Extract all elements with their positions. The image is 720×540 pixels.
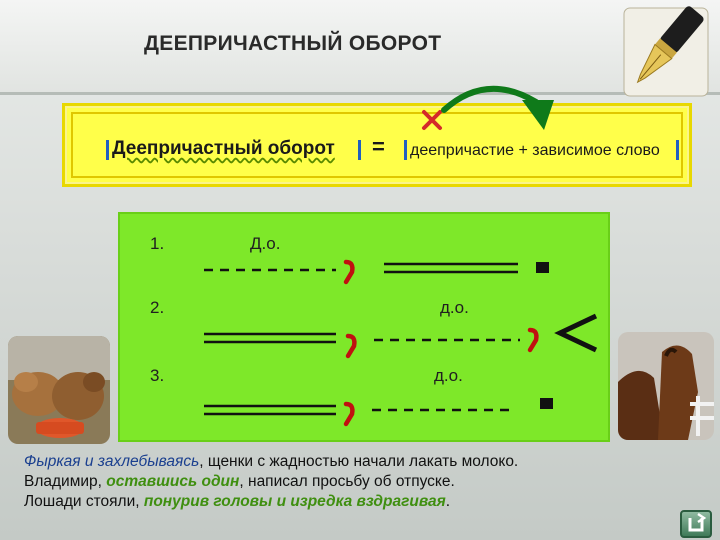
header-band xyxy=(0,0,720,92)
horses-photo xyxy=(618,332,714,440)
formula-equals: = xyxy=(372,134,385,159)
participle-phrase: оставшись один xyxy=(106,473,240,490)
example-sentences: Фыркая и захлебываясь, щенки с жадностью… xyxy=(24,452,684,512)
bracket-mark xyxy=(106,140,109,160)
angle-mark xyxy=(554,313,598,353)
puppies-photo xyxy=(8,336,110,444)
home-button[interactable] xyxy=(680,510,712,538)
bracket-mark xyxy=(676,140,679,160)
sentence-3: Лошади стояли, понурив головы и изредка … xyxy=(24,492,684,512)
page-title: ДЕЕПРИЧАСТНЫЙ ОБОРОТ xyxy=(144,32,442,55)
formula-term-right: деепричастие + зависимое слово xyxy=(410,142,660,159)
participle-phrase: понурив головы и изредка вздрагивая xyxy=(143,493,446,510)
header-divider xyxy=(0,92,720,95)
comma-mark xyxy=(345,333,357,359)
row-number-2: 2. xyxy=(150,298,165,317)
formula-term-left: Деепричастный оборот xyxy=(112,138,335,159)
sentence-rest: , написал просьбу об отпуске. xyxy=(239,473,455,490)
row-label-2: д.о. xyxy=(440,298,469,317)
sentence-1: Фыркая и захлебываясь, щенки с жадностью… xyxy=(24,452,684,472)
participle-phrase: Фыркая и захлебываясь xyxy=(24,453,200,470)
curved-arrow-icon xyxy=(441,85,554,130)
row-label-1: Д.о. xyxy=(250,234,281,253)
cross-icon xyxy=(422,110,442,130)
home-icon xyxy=(688,512,707,532)
bracket-mark xyxy=(358,140,361,160)
period-mark xyxy=(540,398,553,409)
sentence-2: Владимир, оставшись один, написал просьб… xyxy=(24,472,684,492)
period-mark xyxy=(536,262,549,273)
pen-icon xyxy=(623,6,709,97)
row-label-3: д.о. xyxy=(434,366,463,385)
comma-mark xyxy=(343,259,355,285)
comma-mark xyxy=(527,327,539,353)
row-number-1: 1. xyxy=(150,234,165,253)
scheme-panel xyxy=(118,212,610,442)
sentence-rest: . xyxy=(445,493,451,510)
sentence-rest: , щенки с жадностью начали лакать молоко… xyxy=(199,453,519,470)
sentence-pre: Владимир, xyxy=(24,473,107,490)
bracket-mark xyxy=(404,140,407,160)
row-number-3: 3. xyxy=(150,366,165,385)
formula-box xyxy=(62,103,692,187)
sentence-pre: Лошади стояли, xyxy=(24,493,144,510)
formula-frame xyxy=(71,112,683,178)
comma-mark xyxy=(343,401,355,427)
